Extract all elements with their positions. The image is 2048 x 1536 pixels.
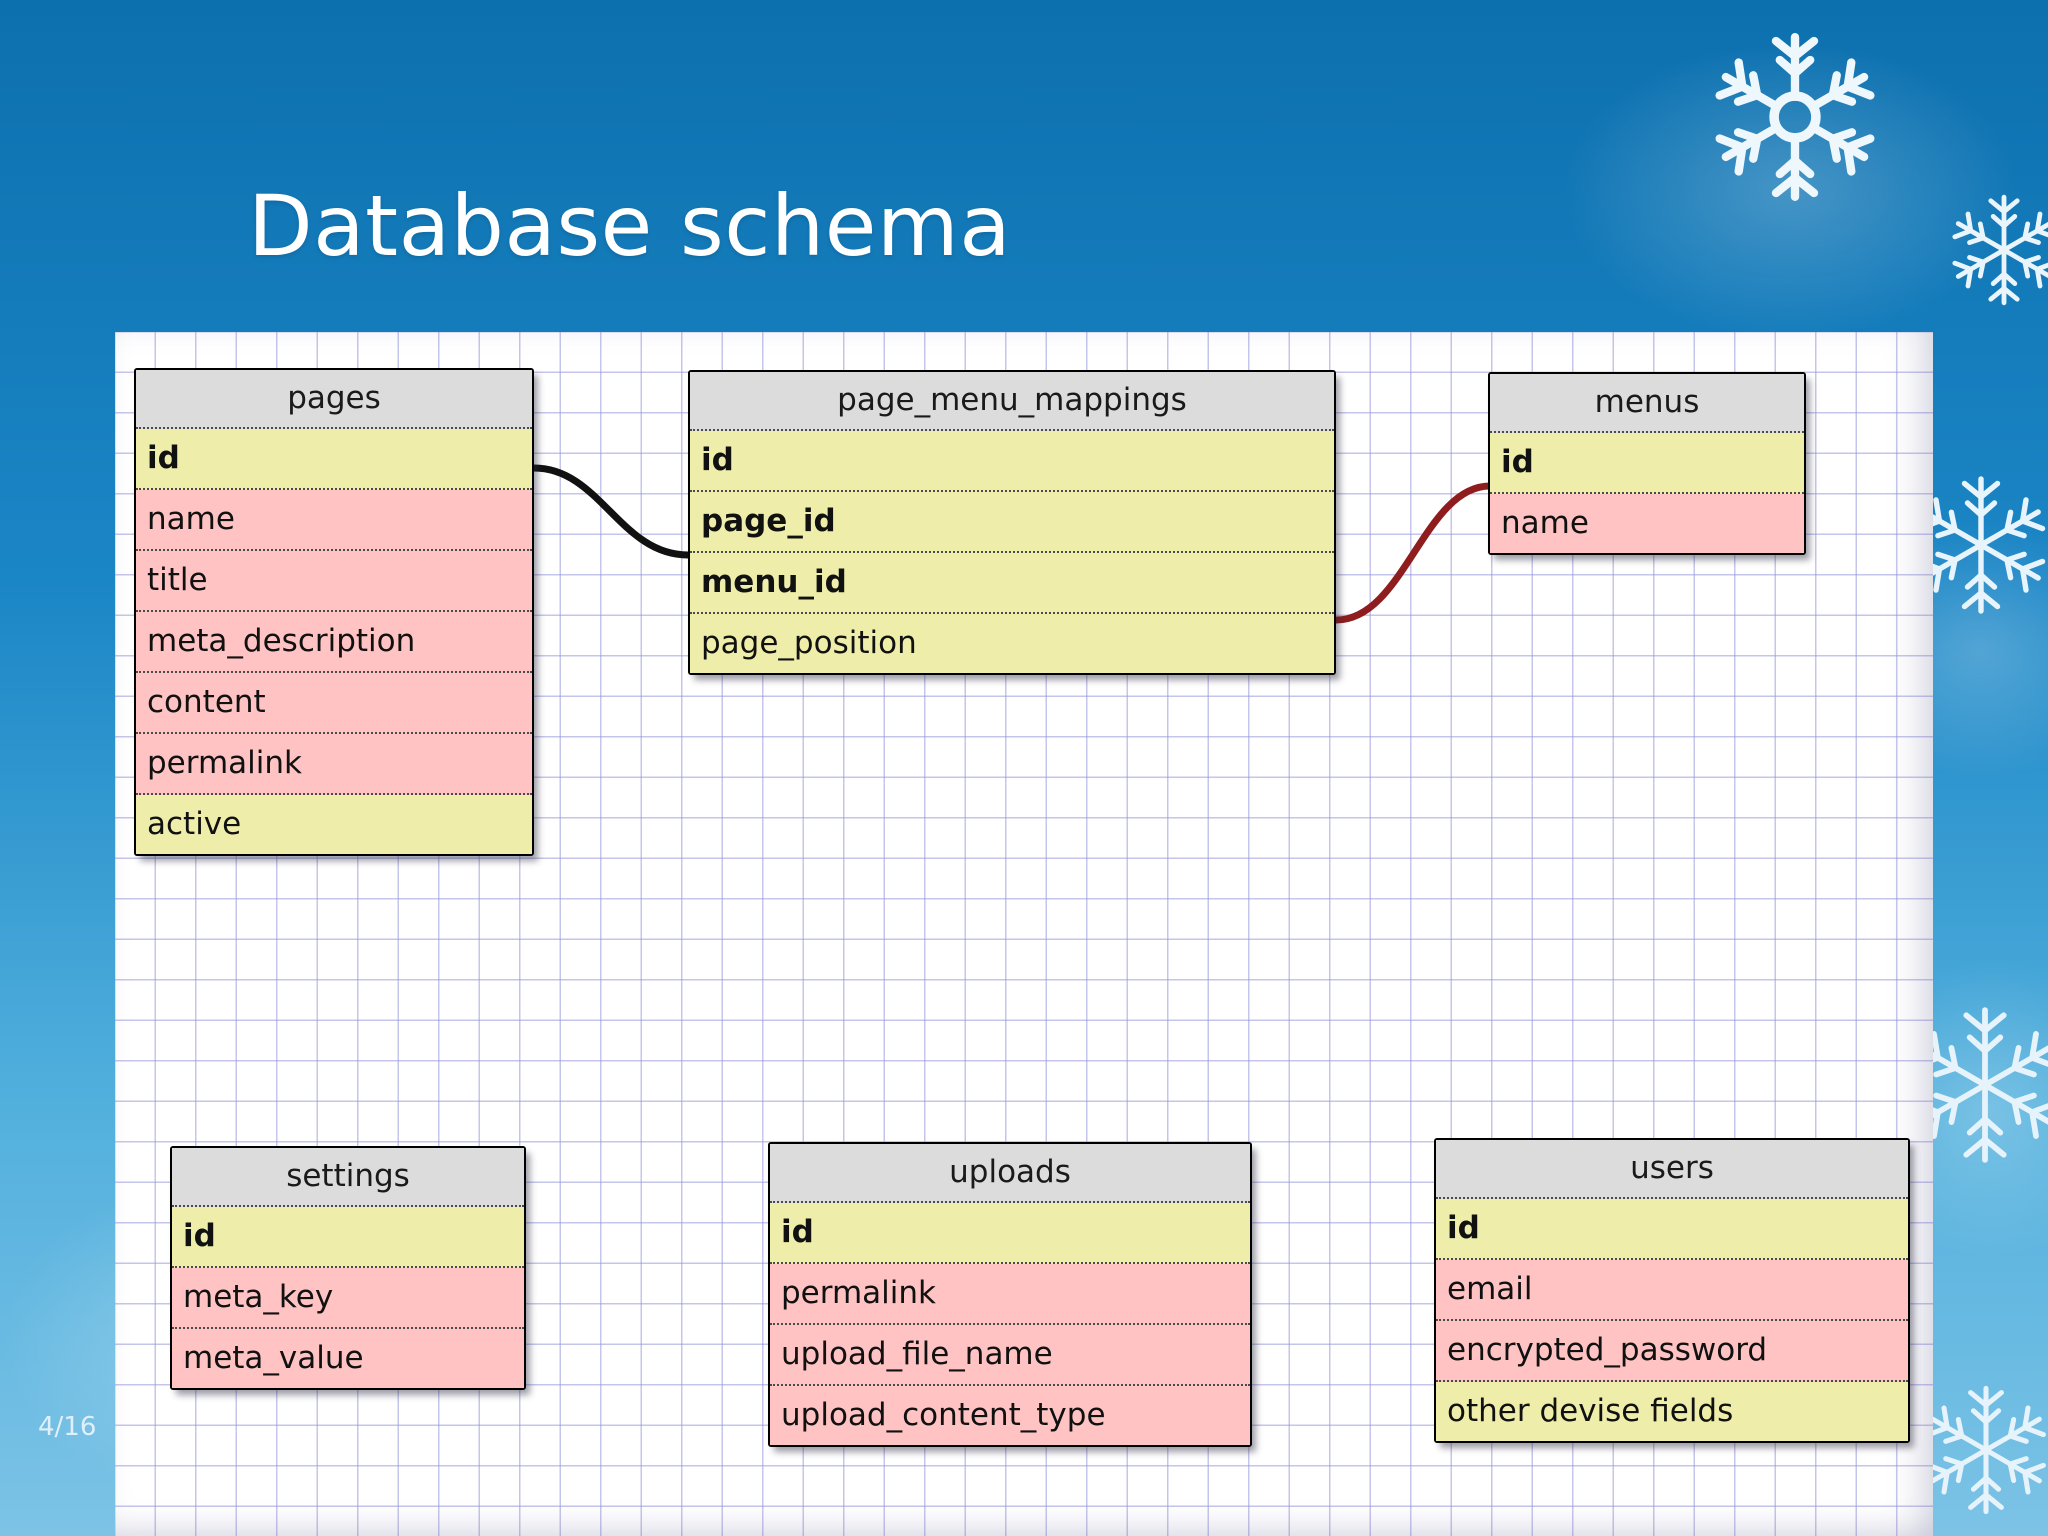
snowflake-icon xyxy=(1944,190,2048,310)
table-row: upload_file_name xyxy=(770,1325,1250,1386)
table-row: upload_content_type xyxy=(770,1386,1250,1445)
table-row: page_id xyxy=(690,492,1334,553)
table-title: settings xyxy=(172,1148,524,1207)
table-row: id xyxy=(690,431,1334,492)
page-title: Database schema xyxy=(248,177,1012,275)
entity-table-menus[interactable]: menus id name xyxy=(1488,372,1806,555)
table-row: page_position xyxy=(690,614,1334,673)
entity-table-settings[interactable]: settings id meta_key meta_value xyxy=(170,1146,526,1390)
table-row: id xyxy=(172,1207,524,1268)
table-row: other devise fields xyxy=(1436,1382,1908,1441)
table-row: meta_value xyxy=(172,1329,524,1388)
table-title: uploads xyxy=(770,1144,1250,1203)
table-row: email xyxy=(1436,1260,1908,1321)
table-title: page_menu_mappings xyxy=(690,372,1334,431)
cloud-blob xyxy=(1560,40,2020,340)
entity-table-uploads[interactable]: uploads id permalink upload_file_name up… xyxy=(768,1142,1252,1447)
table-row: title xyxy=(136,551,532,612)
table-title: pages xyxy=(136,370,532,429)
table-row: encrypted_password xyxy=(1436,1321,1908,1382)
table-title: users xyxy=(1436,1140,1908,1199)
snowflake-icon xyxy=(1916,1380,2048,1520)
table-row: content xyxy=(136,673,532,734)
table-row: meta_key xyxy=(172,1268,524,1329)
table-row: meta_description xyxy=(136,612,532,673)
entity-table-users[interactable]: users id email encrypted_password other … xyxy=(1434,1138,1910,1443)
slide-number: 4/16 xyxy=(38,1412,97,1442)
entity-table-pages[interactable]: pages id name title meta_description con… xyxy=(134,368,534,856)
table-row: id xyxy=(1436,1199,1908,1260)
entity-table-page-menu-mappings[interactable]: page_menu_mappings id page_id menu_id pa… xyxy=(688,370,1336,675)
snowflake-icon xyxy=(1700,22,1890,212)
table-row: permalink xyxy=(770,1264,1250,1325)
table-row: id xyxy=(1490,433,1804,494)
table-row: name xyxy=(136,490,532,551)
table-row: id xyxy=(770,1203,1250,1264)
table-title: menus xyxy=(1490,374,1804,433)
table-row: name xyxy=(1490,494,1804,553)
table-row: id xyxy=(136,429,532,490)
table-row: menu_id xyxy=(690,553,1334,614)
table-row: permalink xyxy=(136,734,532,795)
table-row: active xyxy=(136,795,532,854)
